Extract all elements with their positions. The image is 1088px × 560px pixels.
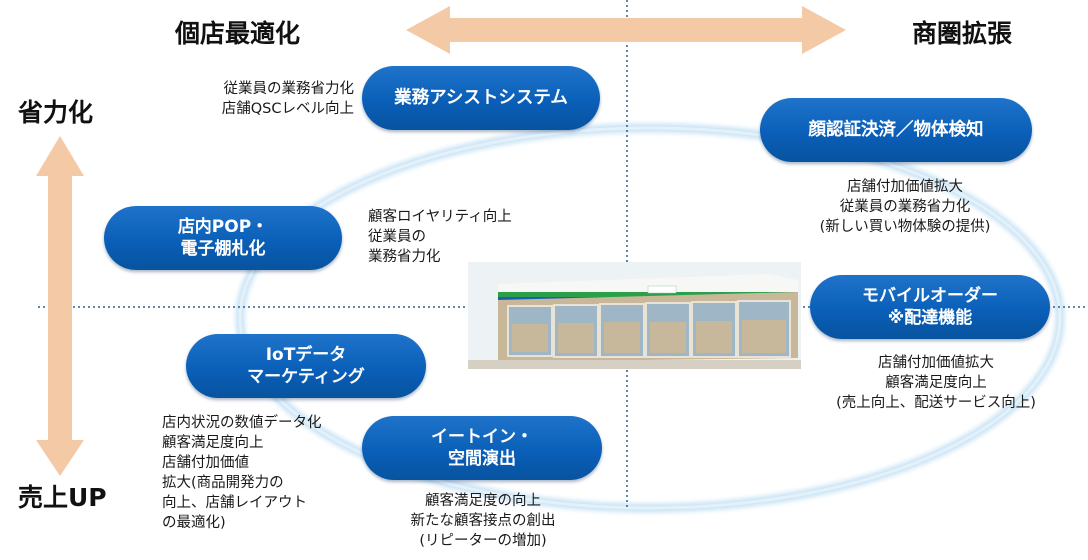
iot-marketing-note: 店内状況の数値データ化 顧客満足度向上 店舗付加価値 拡大(商品開発力の 向上、… — [162, 415, 322, 531]
eat-in-space-pill: イートイン・ 空間演出 — [362, 416, 602, 480]
mobile-order-note: 店舗付加価値拡大 顧客満足度向上 (売上向上、配送サービス向上) — [836, 355, 1036, 411]
gyomu-assist-note: 従業員の業務省力化 店舗QSCレベル向上 — [221, 81, 354, 117]
axis-title-store-optimization: 個店最適化 — [175, 19, 301, 48]
face-recognition-payment-pill: 顔認証決済／物体検知 — [760, 98, 1032, 162]
iot-marketing-pill: IoTデータ マーケティング — [186, 334, 426, 398]
axis-title-sales-up: 売上UP — [18, 483, 107, 512]
face-recognition-note: 店舗付加価値拡大 従業員の業務省力化 (新しい買い物体験の提供) — [819, 179, 991, 235]
mobile-order-pill: モバイルオーダー ※配達機能 — [810, 275, 1050, 339]
instore-pop-note: 顧客ロイヤリティ向上 従業員の 業務省力化 — [368, 209, 512, 265]
gyomu-assist-system-pill: 業務アシストシステム — [362, 66, 600, 130]
eat-in-note: 顧客満足度の向上 新たな顧客接点の創出 (リピーターの増加) — [410, 493, 556, 549]
axis-title-trade-area-expansion: 商圏拡張 — [912, 19, 1013, 48]
instore-pop-pill: 店内POP・ 電子棚札化 — [104, 206, 342, 270]
concept-ellipse-inner — [238, 126, 1062, 510]
axis-title-labor-saving: 省力化 — [18, 98, 94, 127]
horizontal-double-arrow — [406, 6, 846, 54]
vertical-double-arrow — [36, 136, 84, 476]
store-illustration — [468, 262, 801, 369]
